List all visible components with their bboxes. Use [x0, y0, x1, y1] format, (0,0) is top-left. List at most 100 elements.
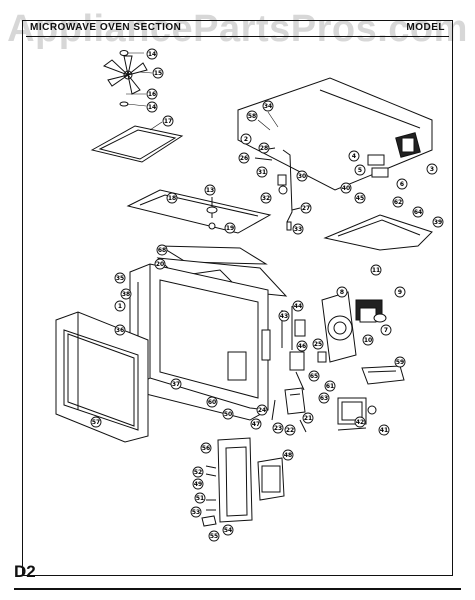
callout-bubble	[224, 222, 236, 234]
callout-number: 27	[302, 205, 310, 212]
callout-bubble	[292, 300, 304, 312]
callout-number: 45	[356, 195, 364, 202]
callout-number: 13	[206, 187, 214, 194]
callout-motor-10: 10	[362, 334, 374, 346]
callout-bubble	[318, 392, 330, 404]
callout-number: 47	[252, 421, 260, 428]
callout-frame-36: 36	[114, 324, 126, 336]
callout-diode-6: 6	[396, 178, 408, 190]
oven-cavity	[129, 263, 271, 421]
transformer	[271, 387, 307, 433]
callout-number: 40	[342, 185, 350, 192]
callout-number: 2	[244, 136, 248, 143]
callout-filter: 17	[162, 115, 174, 127]
blower-motor	[321, 291, 387, 363]
callout-bubble	[152, 67, 164, 79]
callout-number: 17	[164, 118, 172, 125]
callout-bubble	[394, 286, 406, 298]
callout-bubble	[272, 422, 284, 434]
cabinet-top	[237, 77, 433, 191]
footer-rule	[14, 588, 461, 590]
callout-number: 19	[226, 225, 234, 232]
callout-bubble	[162, 115, 174, 127]
callout-number: 22	[286, 427, 294, 434]
callout-bubble	[222, 524, 234, 536]
callout-number: 23	[274, 425, 282, 432]
callout-bubble	[204, 184, 216, 196]
callout-bubble	[192, 478, 204, 490]
callout-bracket-27: 27	[300, 202, 312, 214]
callout-bubble	[348, 150, 360, 162]
callout-number: 46	[298, 343, 306, 350]
callout-bubble	[282, 449, 294, 461]
callout-bubble	[156, 244, 168, 256]
callout-knob-13: 13	[204, 184, 216, 196]
callout-trans-5: 5	[354, 164, 366, 176]
callout-number: 55	[210, 533, 218, 540]
callout-bubble	[206, 396, 218, 408]
callout-bubble	[324, 380, 336, 392]
part-callouts: 1415161417345822826303132273345634045626…	[90, 48, 444, 542]
callout-number: 61	[326, 383, 334, 390]
callout-panel-68: 68	[156, 244, 168, 256]
top-rail	[126, 189, 272, 234]
callout-bubble	[362, 334, 374, 346]
callout-bubble	[246, 110, 258, 122]
callout-bubble	[114, 324, 126, 336]
callout-number: 43	[280, 313, 288, 320]
callout-number: 28	[260, 145, 268, 152]
callout-number: 1	[118, 303, 122, 310]
callout-screw-51: 51	[194, 492, 206, 504]
section-title: MICROWAVE OVEN SECTION	[30, 22, 182, 33]
fan-assembly	[102, 50, 153, 107]
callout-trans-4: 4	[348, 150, 360, 162]
callout-cabinet-screw: 58	[246, 110, 258, 122]
callout-number: 20	[156, 261, 164, 268]
callout-screw-53: 53	[190, 506, 202, 518]
callout-fan-hub: 15	[152, 67, 164, 79]
callout-screw-47: 47	[250, 418, 262, 430]
callout-number: 51	[196, 495, 204, 502]
callout-clip-65: 65	[308, 370, 320, 382]
callout-relay-59: 59	[394, 356, 406, 368]
callout-bubble	[192, 466, 204, 478]
callout-number: 37	[172, 381, 180, 388]
header-rule	[26, 36, 449, 37]
callout-duct-11: 11	[370, 264, 382, 276]
callout-number: 42	[356, 419, 364, 426]
callout-number: 60	[208, 399, 216, 406]
callout-bubble	[256, 166, 268, 178]
callout-number: 10	[364, 337, 372, 344]
model-label: MODEL	[406, 22, 445, 33]
callout-panel-48: 48	[282, 449, 294, 461]
callout-panel-52: 52	[192, 466, 204, 478]
filter-panel	[90, 121, 184, 163]
callout-bubble	[240, 133, 252, 145]
callout-number: 11	[372, 267, 380, 274]
callout-number: 15	[154, 70, 162, 77]
callout-bubble	[412, 206, 424, 218]
callout-bubble	[114, 272, 126, 284]
callout-socket-32: 32	[260, 192, 272, 204]
callout-bubble	[194, 492, 206, 504]
callout-number: 52	[194, 469, 202, 476]
callout-bubble	[258, 142, 270, 154]
callout-bubble	[250, 418, 262, 430]
callout-bubble	[260, 192, 272, 204]
callout-lamp-30: 30	[296, 170, 308, 182]
diagram-frame	[22, 20, 453, 576]
callout-number: 65	[310, 373, 318, 380]
callout-bubble	[300, 202, 312, 214]
callout-number: 50	[224, 411, 232, 418]
control-panel	[201, 437, 285, 527]
callout-number: 3	[430, 166, 434, 173]
callout-number: 25	[314, 341, 322, 348]
callout-fan-blade: 14	[146, 48, 158, 60]
callout-screw-19: 19	[224, 222, 236, 234]
callout-number: 39	[434, 219, 442, 226]
callout-number: 36	[116, 327, 124, 334]
air-duct	[323, 214, 433, 251]
callout-bubble	[378, 424, 390, 436]
callout-number: 26	[240, 155, 248, 162]
callout-bubble	[292, 223, 304, 235]
